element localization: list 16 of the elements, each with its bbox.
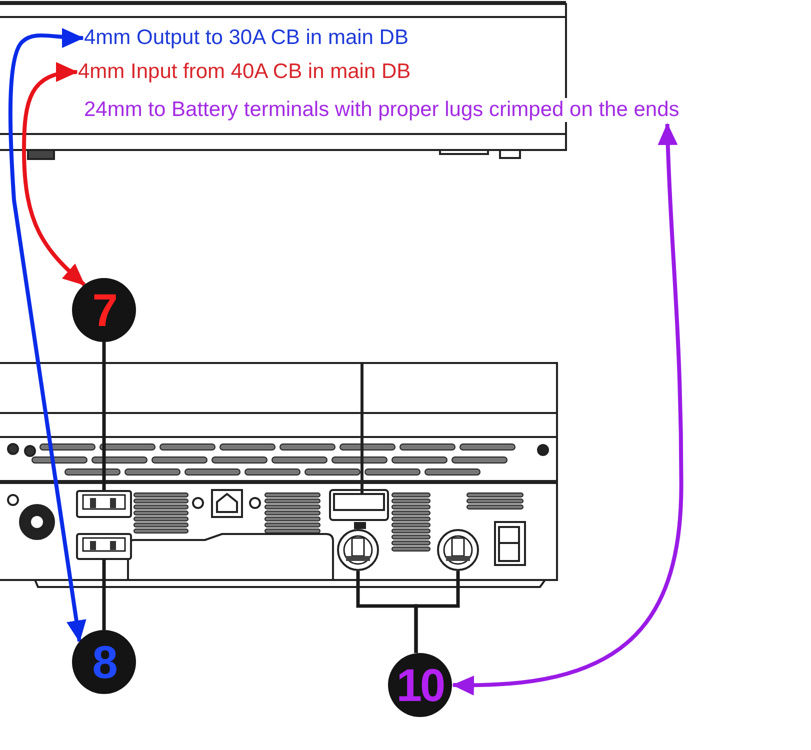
terminal-block (76, 533, 132, 560)
cable-note: 4mm Output to 30A CB in main DB (84, 26, 408, 50)
battery-terminal (337, 529, 379, 571)
leader-line (102, 560, 106, 630)
callout-number: 8 (72, 630, 136, 694)
double-arrow (452, 123, 684, 695)
cable-note: 24mm to Battery terminals with proper lugs crimped on the ends (84, 98, 680, 122)
battery-terminal (437, 529, 479, 571)
callout-number: 7 (72, 278, 136, 342)
double-arrow (22, 63, 86, 286)
cable-note: 4mm Input from 40A CB in main DB (78, 60, 411, 84)
terminal-block (76, 490, 132, 518)
callout-number: 10 (388, 653, 452, 717)
leader-line (414, 571, 460, 653)
double-arrow (8, 28, 86, 642)
leader-line (102, 342, 106, 490)
